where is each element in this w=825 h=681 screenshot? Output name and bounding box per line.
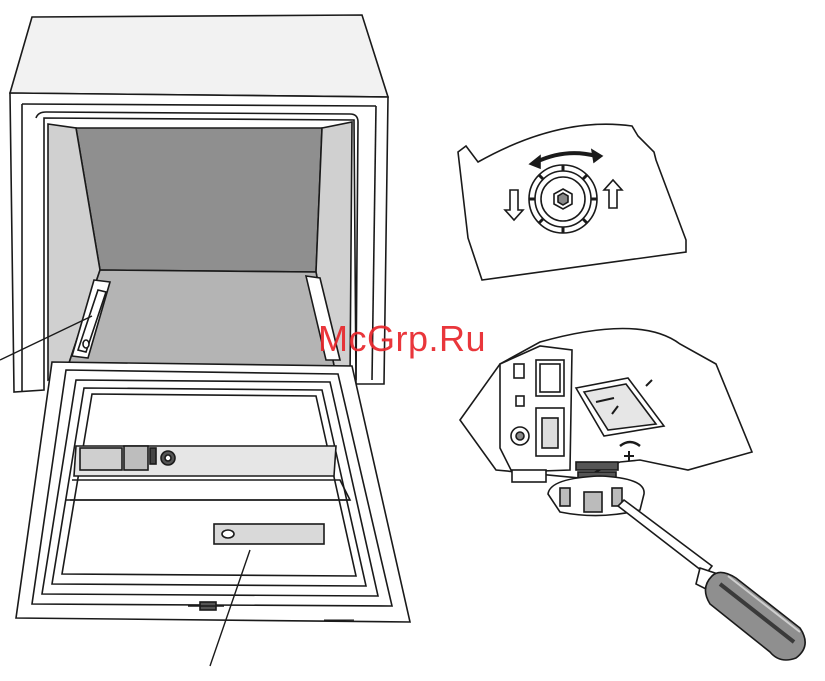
adjuster-top-view [458,124,686,280]
watermark-text: McGrp.Ru [318,318,486,360]
cabinet-top [10,15,388,97]
adjuster-side-view [460,328,752,515]
screwdriver-icon [618,500,805,660]
cavity-back-wall [76,128,322,272]
